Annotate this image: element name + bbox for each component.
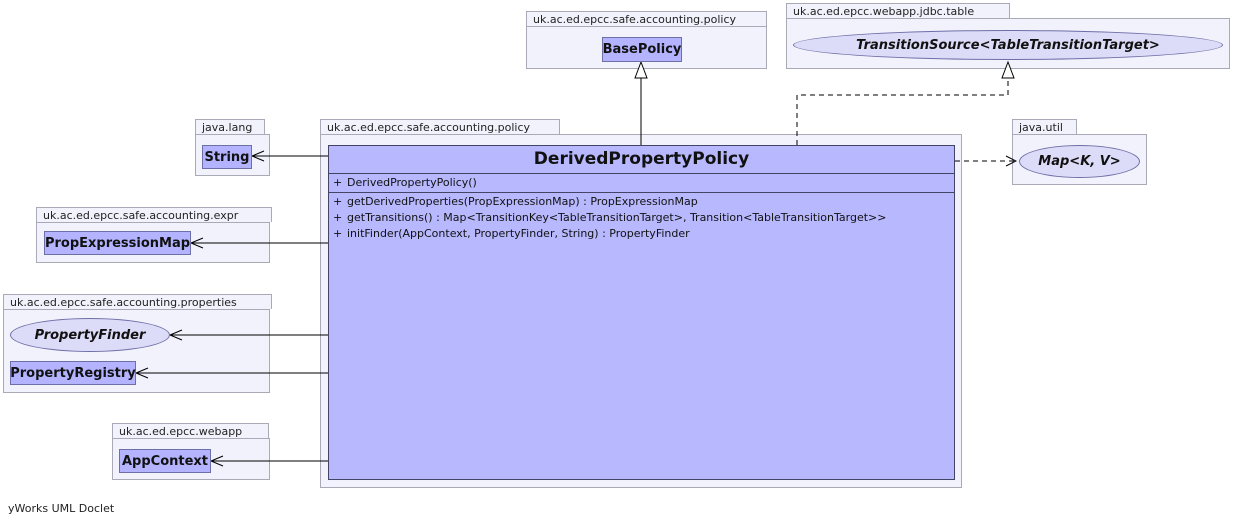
visibility-marker: + — [333, 195, 343, 208]
method-signature: getTransitions() : Map<TransitionKey<Tab… — [347, 211, 887, 224]
methods-section: + getDerivedProperties(PropExpressionMap)… — [329, 193, 954, 242]
package-tab-webapp: uk.ac.ed.epcc.webapp — [112, 423, 269, 438]
package-tab-java-lang: java.lang — [195, 119, 265, 134]
constructor-signature: DerivedPropertyPolicy() — [347, 176, 477, 189]
interface-map[interactable]: Map<K, V> — [1019, 145, 1140, 178]
string-association-arrowhead — [250, 150, 265, 162]
method-signature: getDerivedProperties(PropExpressionMap) … — [347, 195, 698, 208]
visibility-marker: + — [333, 211, 343, 224]
footer-credit: yWorks UML Doclet — [8, 502, 115, 515]
implements-arrowhead — [1001, 60, 1015, 79]
method-row: + initFinder(AppContext, PropertyFinder, … — [333, 226, 954, 242]
package-tab-expr: uk.ac.ed.epcc.safe.accounting.expr — [36, 207, 272, 222]
propexpressionmap-association-arrowhead — [189, 237, 204, 249]
visibility-marker: + — [333, 176, 343, 189]
package-tab-policy-top: uk.ac.ed.epcc.safe.accounting.policy — [526, 11, 767, 26]
map-dependency-arrowhead — [1005, 155, 1018, 167]
interface-property-finder[interactable]: PropertyFinder — [10, 318, 170, 352]
class-property-registry[interactable]: PropertyRegistry — [10, 361, 136, 385]
method-row: + getTransitions() : Map<TransitionKey<Ta… — [333, 210, 954, 226]
propertyregistry-association-arrowhead — [134, 367, 149, 379]
method-row: + getDerivedProperties(PropExpressionMap)… — [333, 194, 954, 210]
package-tab-properties: uk.ac.ed.epcc.safe.accounting.properties — [3, 294, 272, 309]
appcontext-association-arrowhead — [209, 455, 224, 467]
constructor-row: + DerivedPropertyPolicy() — [333, 175, 954, 191]
class-prop-expression-map[interactable]: PropExpressionMap — [44, 231, 191, 255]
package-tab-jdbc-table: uk.ac.ed.epcc.webapp.jdbc.table — [786, 3, 1010, 18]
constructors-section: + DerivedPropertyPolicy() — [329, 174, 954, 193]
interface-transition-source[interactable]: TransitionSource<TableTransitionTarget> — [793, 30, 1223, 60]
extends-arrowhead — [634, 60, 648, 79]
visibility-marker: + — [333, 227, 343, 240]
method-signature: initFinder(AppContext, PropertyFinder, S… — [347, 227, 690, 240]
package-tab-java-util: java.util — [1012, 119, 1077, 134]
class-derived-property-policy[interactable]: DerivedPropertyPolicy + DerivedPropertyPo… — [328, 145, 955, 480]
class-base-policy[interactable]: BasePolicy — [602, 37, 682, 62]
implements-edge — [796, 78, 1009, 145]
package-tab-policy-main: uk.ac.ed.epcc.safe.accounting.policy — [320, 119, 560, 134]
propertyfinder-association-arrowhead — [168, 329, 183, 341]
class-name: DerivedPropertyPolicy — [329, 146, 954, 174]
class-app-context[interactable]: AppContext — [119, 449, 211, 473]
class-string[interactable]: String — [202, 145, 252, 169]
